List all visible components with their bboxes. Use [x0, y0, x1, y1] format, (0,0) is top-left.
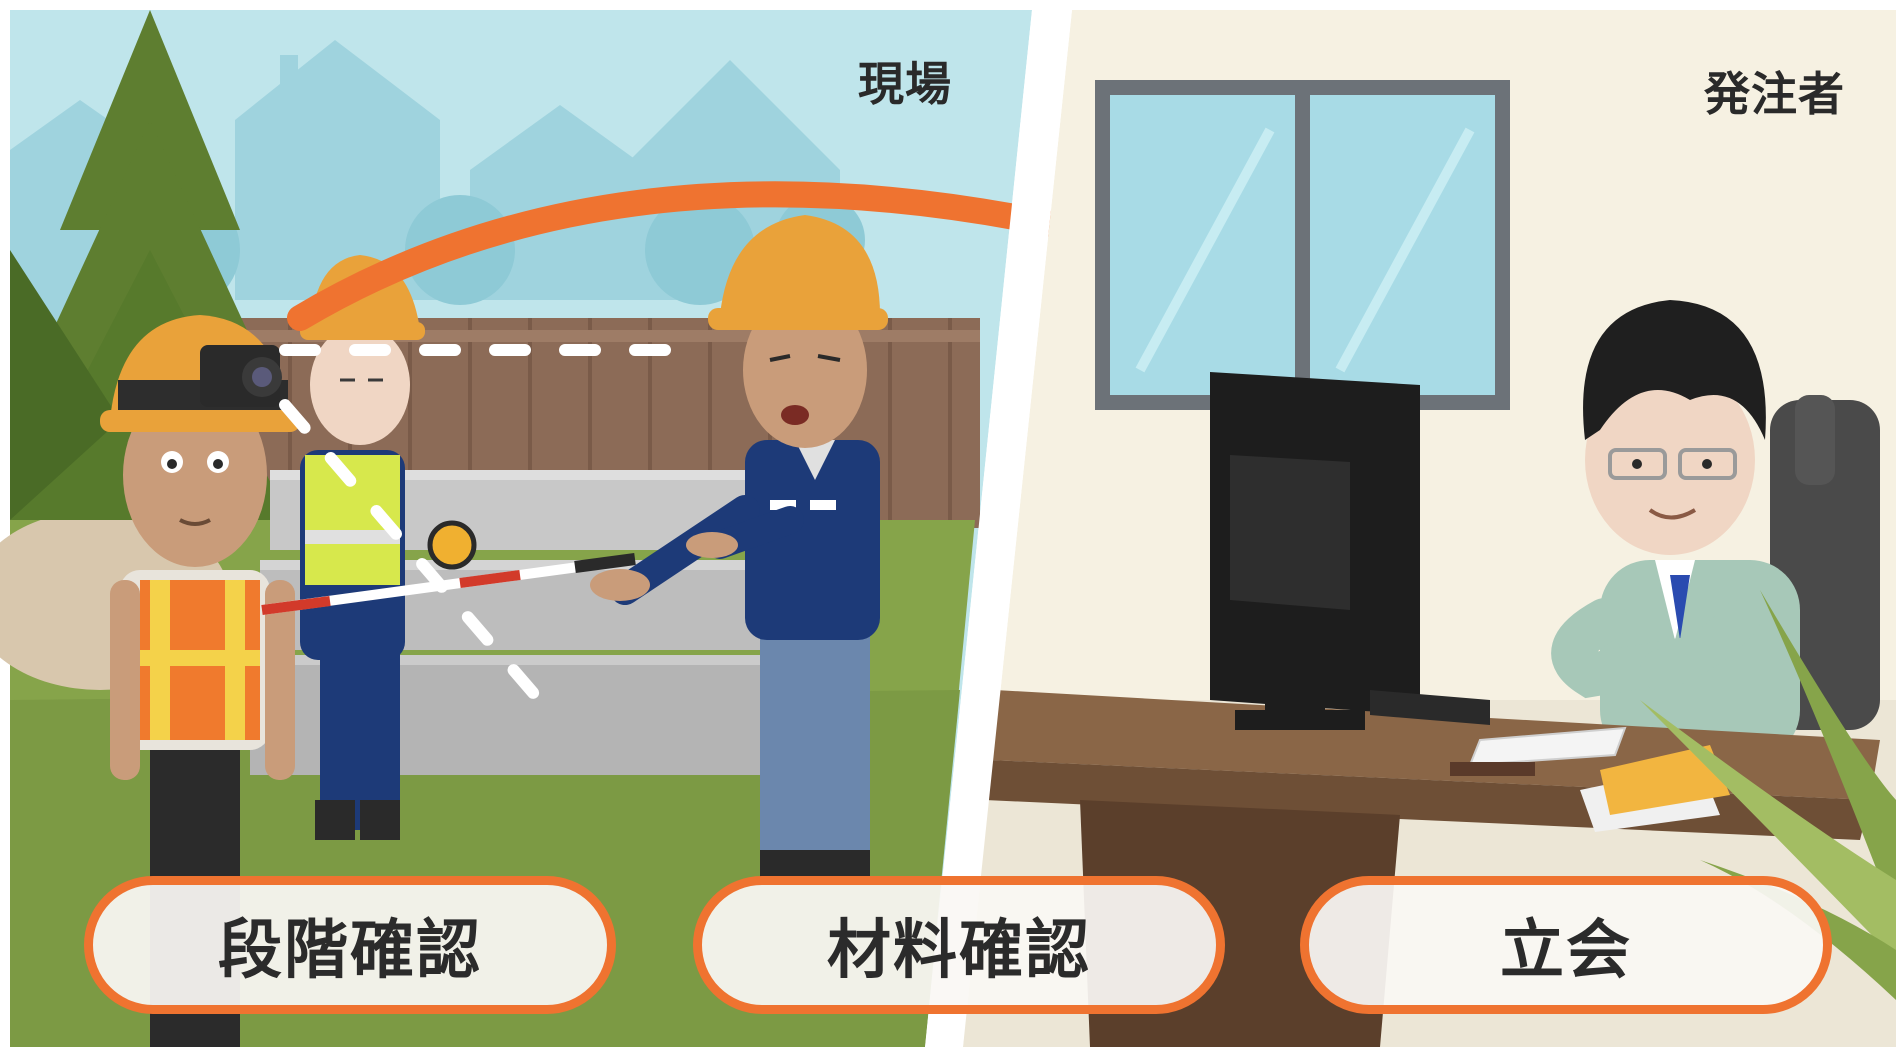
computer-monitor: [1210, 372, 1490, 730]
worker-with-camera: [100, 315, 300, 1047]
material-inspection-button[interactable]: 材料確認: [693, 876, 1225, 1014]
client-label: 発注者: [1704, 67, 1845, 121]
witness-inspection-button[interactable]: 立会: [1300, 876, 1832, 1014]
client-office-panel: [963, 10, 1896, 1047]
worker-supervisor: [590, 215, 888, 880]
site-label: 現場: [858, 57, 952, 111]
stage-inspection-button[interactable]: 段階確認: [84, 876, 616, 1014]
panel-divider: [925, 10, 1072, 1047]
camera-view-dashed-line: [279, 344, 706, 701]
potted-plant: [1640, 590, 1896, 1000]
office-window: [1095, 80, 1510, 410]
desk-papers: [1450, 726, 1730, 832]
